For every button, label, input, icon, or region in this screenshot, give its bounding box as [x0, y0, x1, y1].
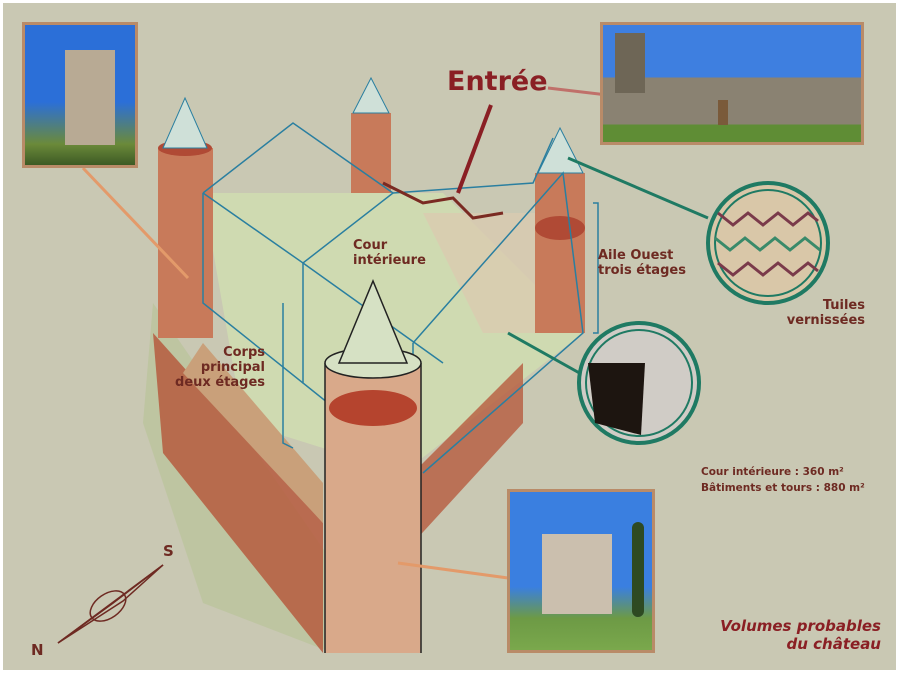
south-wall	[153, 333, 323, 653]
tower-north	[351, 76, 391, 193]
courtyard-label: Cour intérieure	[353, 238, 426, 268]
tower-northwest	[158, 96, 213, 338]
label-line: intérieure	[353, 253, 426, 268]
entrance-pointer	[456, 104, 493, 194]
tower-southwest	[324, 279, 422, 653]
callout-line-door	[507, 331, 584, 377]
label-line: Tuiles	[822, 298, 865, 313]
entrance-label: Entrée	[447, 66, 548, 97]
panel-title: Volumes probables du château	[663, 617, 881, 653]
label-line: Aile Ouest	[598, 248, 674, 263]
west-wing-label: Aile Ouest trois étages	[598, 248, 686, 278]
compass-south: S	[163, 542, 174, 560]
main-body-label: Corps principal deux étages	[173, 345, 265, 390]
door-detail	[577, 321, 701, 445]
information-panel: Entrée Cour intérieure Aile Ouest trois …	[3, 3, 896, 670]
title-line: du château	[786, 635, 881, 653]
label-line: Cour	[353, 238, 388, 253]
label-line: deux étages	[175, 375, 265, 390]
glazed-tiles-detail	[706, 181, 830, 305]
east-wall	[413, 363, 523, 543]
photo-tower	[507, 489, 655, 653]
compass-north: N	[31, 641, 44, 659]
buildings-area: Bâtiments et tours : 880 m²	[701, 482, 865, 494]
label-line: principal	[200, 360, 265, 375]
callout-line-photo-nw	[81, 166, 190, 280]
wireframe-volumes	[202, 122, 599, 474]
callout-line-tiles	[567, 156, 709, 220]
title-line: Volumes probables	[720, 617, 881, 635]
label-line: vernissées	[786, 313, 865, 328]
label-line: trois étages	[598, 263, 686, 278]
photo-ruined-tower	[22, 22, 138, 168]
callout-line-photo-tower	[397, 561, 509, 580]
area-figures: Cour intérieure : 360 m² Bâtiments et to…	[701, 464, 865, 496]
compass-rose	[57, 564, 164, 644]
castle-illustration	[57, 76, 830, 653]
tower-east	[535, 126, 585, 333]
courtyard-area: Cour intérieure : 360 m²	[701, 466, 844, 478]
glazed-tiles-label: Tuiles vernissées	[763, 298, 865, 328]
photo-castle-entrance	[600, 22, 864, 145]
label-line: Corps	[223, 345, 265, 360]
